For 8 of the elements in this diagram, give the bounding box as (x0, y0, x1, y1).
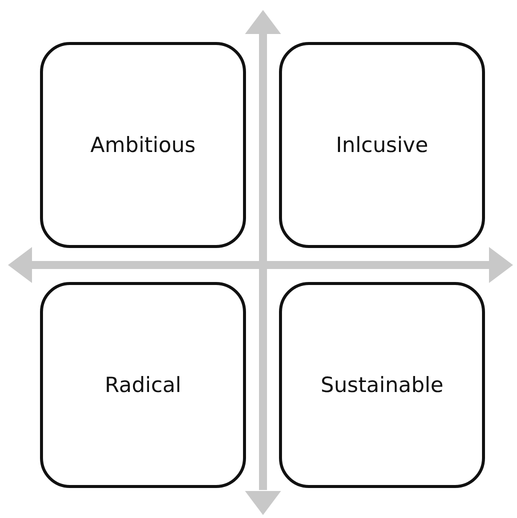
quadrant-box (279, 282, 485, 488)
quadrant-label: Radical (104, 373, 182, 397)
quadrant-label: Sustainable (320, 373, 444, 397)
quadrant-label: Ambitious (90, 133, 196, 157)
quadrant-box (40, 42, 246, 248)
quadrant-box (40, 282, 246, 488)
quadrant-box (279, 42, 485, 248)
quadrant-label: Inlcusive (336, 133, 428, 157)
